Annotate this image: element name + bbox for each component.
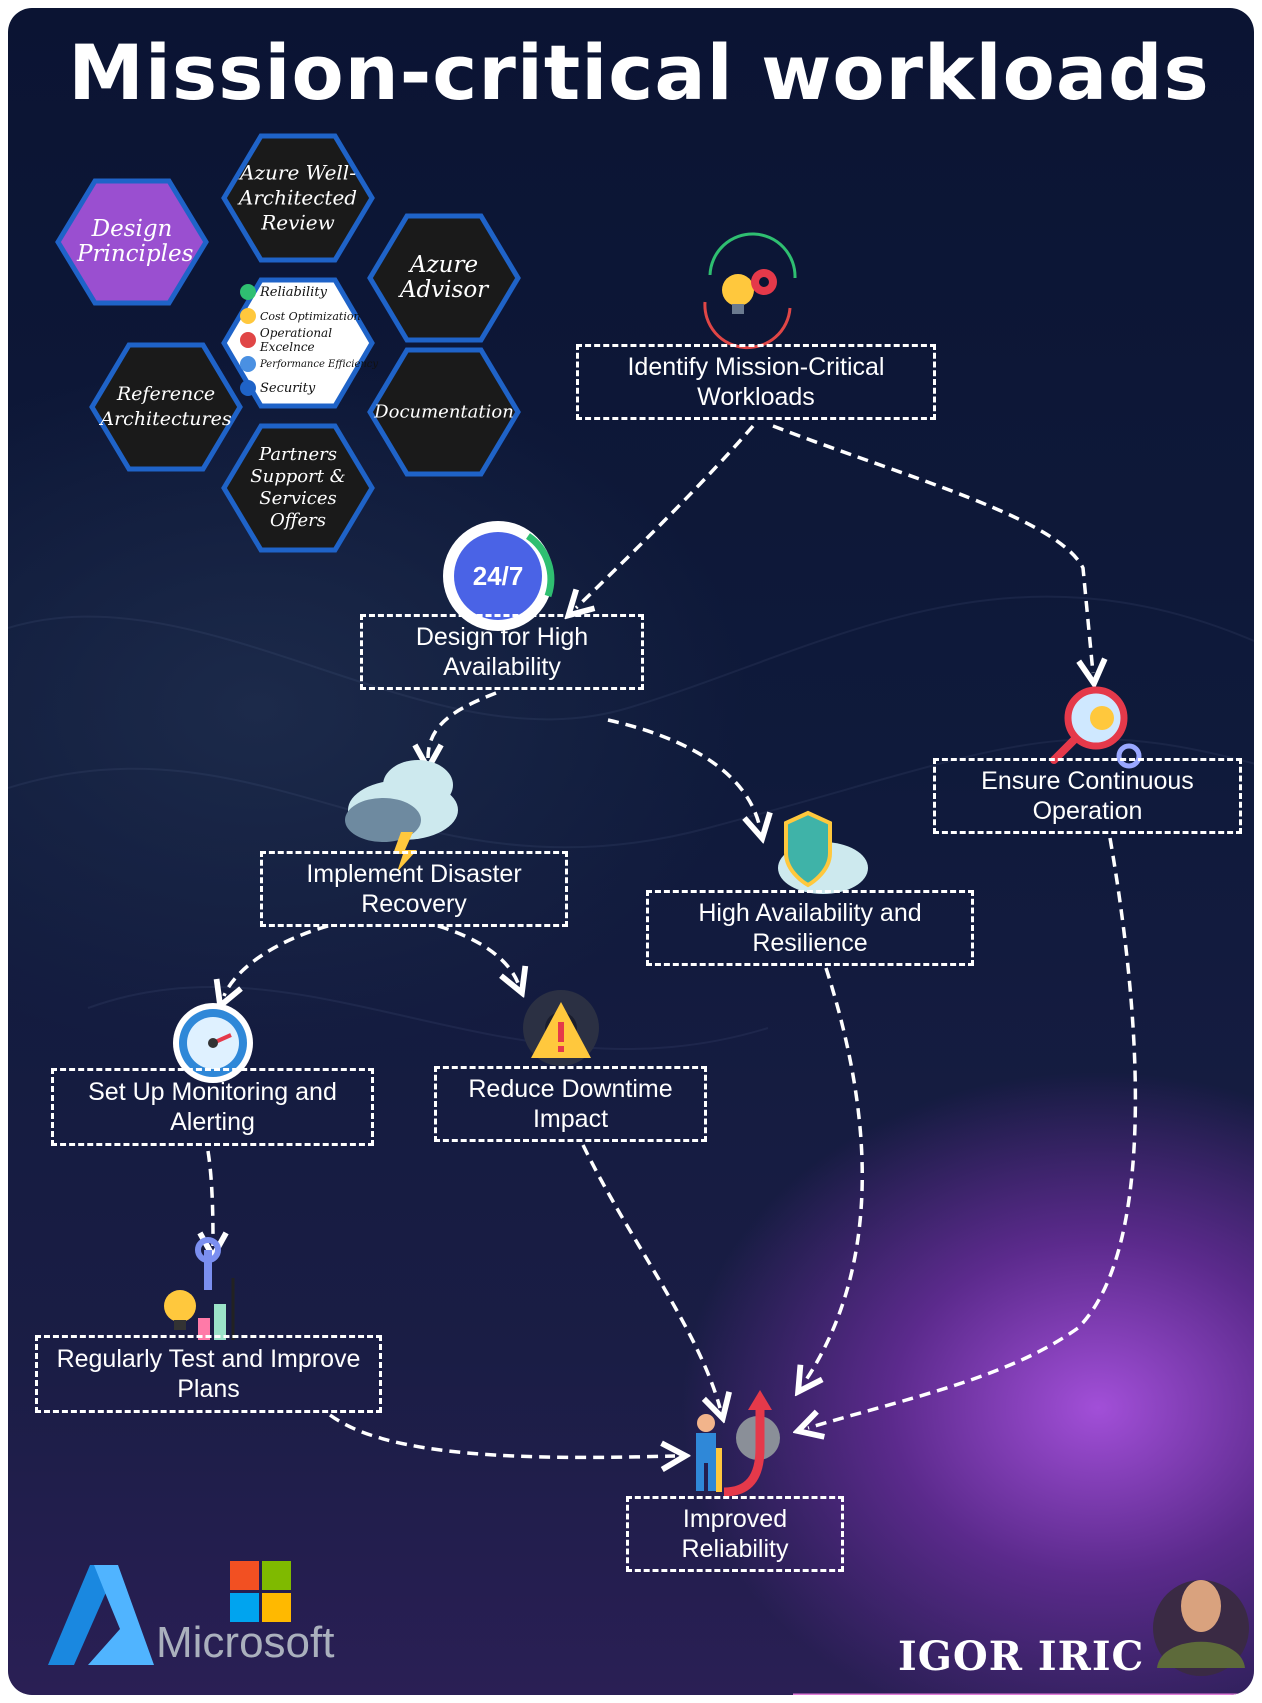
step-resilience[interactable]: High Availability and Resilience [646, 890, 974, 966]
shield-icon [240, 380, 256, 396]
step-test[interactable]: Regularly Test and Improve Plans [35, 1335, 382, 1413]
arrow-ha-to-resilience [607, 718, 760, 828]
arrow-disaster-to-monitoring [224, 924, 329, 996]
step-identify[interactable]: Identify Mission-Critical Workloads [576, 344, 936, 420]
step-disaster[interactable]: Implement Disaster Recovery [260, 851, 568, 927]
arrow-identify-to-continuous [772, 424, 1093, 673]
hex-label-design-principles: Design Principles [77, 216, 194, 267]
arrow-disaster-to-downtime [437, 924, 518, 983]
check-badge-icon [240, 284, 256, 300]
hex-documentation[interactable] [367, 347, 521, 477]
gears-icon [240, 356, 256, 372]
warning-gear-icon [523, 990, 599, 1066]
speedometer-icon [173, 1003, 253, 1083]
shield-cloud-icon [778, 810, 868, 894]
pillar-security: Security [240, 376, 390, 400]
hexagon-cluster [55, 133, 521, 553]
pillar-performance: Performance Efficiency [240, 352, 390, 376]
flow-arrows [208, 424, 1138, 1457]
arrow-downtime-to-improved [581, 1144, 720, 1408]
storm-cloud-icon [345, 760, 458, 872]
author-name: IGOR IRIC [898, 1633, 1145, 1680]
pillars-list: Reliability Cost Optimization Operationa… [240, 280, 390, 400]
hex-label-partners: Partners Support & Services Offers [250, 444, 346, 531]
coin-icon [240, 308, 256, 324]
arrow-identify-to-ha [576, 424, 755, 608]
pillar-cost: Cost Optimization [240, 304, 390, 328]
hex-pillars[interactable] [221, 277, 375, 409]
infographic-card: 24/7 [8, 8, 1254, 1695]
hex-label-well-architected: Azure Well-Architected Review [238, 160, 358, 235]
hex-well-architected[interactable] [221, 133, 375, 263]
microsoft-wordmark: Microsoft [156, 1618, 335, 1667]
arrow-monitoring-to-test [208, 1150, 213, 1246]
hex-partners[interactable] [221, 423, 375, 553]
clock-247-icon: 24/7 [443, 521, 555, 631]
chrome-like-icon [240, 332, 256, 348]
magnifier-gear-icon [1050, 686, 1142, 769]
tools-chart-icon [164, 1237, 235, 1340]
cycle-lightbulb-gear-icon [703, 232, 797, 350]
page-title: Mission-critical workloads [68, 28, 1210, 117]
hex-advisor[interactable] [367, 213, 521, 343]
step-monitoring[interactable]: Set Up Monitoring and Alerting [51, 1068, 374, 1146]
azure-logo [48, 1565, 154, 1665]
arrow-ha-to-disaster [428, 691, 497, 758]
hex-design-principles[interactable] [55, 178, 209, 306]
person-growth-icon [696, 1390, 780, 1497]
arrow-test-to-improved [328, 1413, 675, 1457]
pillar-operational: Operational Excelnce [240, 326, 390, 354]
microsoft-logo [230, 1561, 291, 1622]
hex-label-reference: Reference Architectures [100, 383, 232, 430]
diagram-canvas: 24/7 [8, 133, 1254, 1695]
clock-label: 24/7 [473, 561, 524, 591]
step-design-ha[interactable]: Design for High Availability [360, 614, 644, 690]
arrow-resilience-to-improved [804, 967, 864, 1383]
step-continuous[interactable]: Ensure Continuous Operation [933, 758, 1242, 834]
hex-reference[interactable] [89, 342, 243, 472]
arrow-continuous-to-improved [808, 837, 1138, 1428]
step-improved[interactable]: Improved Reliability [626, 1496, 844, 1572]
hex-label-advisor: Azure Advisor [399, 252, 489, 303]
avatar [1153, 1580, 1249, 1676]
pillar-reliability: Reliability [240, 280, 390, 304]
step-downtime[interactable]: Reduce Downtime Impact [434, 1066, 707, 1142]
hex-label-documentation: Documentation [374, 401, 514, 423]
